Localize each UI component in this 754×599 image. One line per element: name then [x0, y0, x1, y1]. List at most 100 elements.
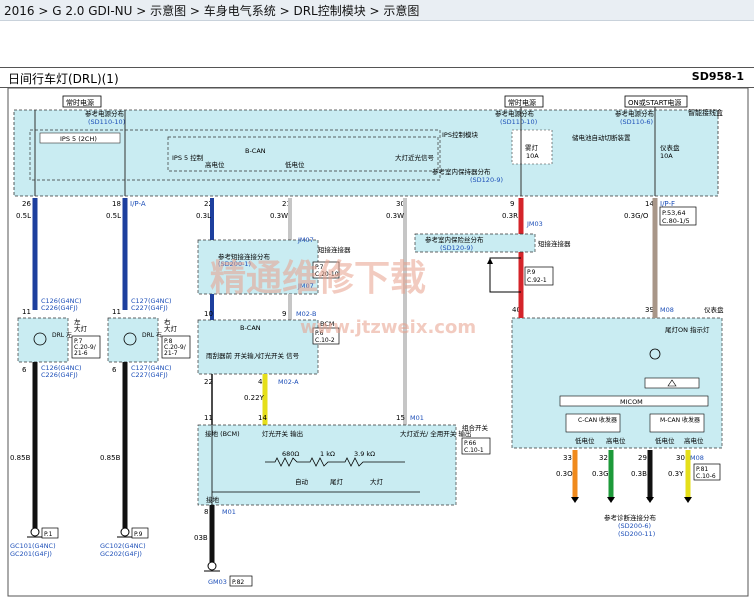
- svg-text:接地 (BCM): 接地 (BCM): [205, 429, 240, 438]
- svg-text:32: 32: [599, 454, 608, 462]
- svg-text:参考电源分布: 参考电源分布: [85, 109, 125, 118]
- svg-text:11: 11: [204, 414, 213, 422]
- svg-text:0.5L: 0.5L: [16, 212, 31, 220]
- smart-junction-box: [13, 109, 719, 197]
- svg-text:参考短接连接分布: 参考短接连接分布: [218, 252, 271, 261]
- svg-text:21: 21: [282, 200, 291, 208]
- svg-text:9: 9: [282, 310, 286, 318]
- svg-text:灯光开关 输出: 灯光开关 输出: [262, 429, 303, 438]
- ground-symbol-left: [27, 527, 43, 538]
- junction-box-name: 智能接线盒: [688, 108, 723, 117]
- svg-text:C.92-1: C.92-1: [527, 277, 547, 284]
- svg-text:0.3W: 0.3W: [386, 212, 404, 220]
- svg-text:IPS 5 (2CH): IPS 5 (2CH): [60, 135, 97, 143]
- svg-text:C.10-2: C.10-2: [315, 337, 335, 344]
- svg-text:GC102(G4NC): GC102(G4NC): [100, 542, 146, 550]
- svg-text:8: 8: [204, 508, 208, 516]
- svg-text:11: 11: [22, 308, 31, 316]
- power-label-right: ON或START电源: [628, 98, 681, 107]
- svg-text:P.66: P.66: [464, 440, 476, 447]
- breadcrumb-bar: 2016 > G 2.0 GDI-NU > 示意图 > 车身电气系统 > DRL…: [0, 0, 754, 21]
- svg-text:C-CAN 收发器: C-CAN 收发器: [578, 416, 617, 424]
- svg-text:P.53,64: P.53,64: [662, 209, 686, 217]
- svg-text:低电位: 低电位: [285, 160, 305, 169]
- svg-text:雨刮器前 开关输入: 雨刮器前 开关输入: [206, 351, 261, 360]
- svg-text:低电位: 低电位: [655, 436, 675, 445]
- svg-text:I/P-A: I/P-A: [130, 200, 146, 208]
- svg-text:C.10-1: C.10-1: [464, 447, 484, 454]
- svg-text:参考室内保持器分布: 参考室内保持器分布: [432, 167, 491, 176]
- svg-text:仪表盘: 仪表盘: [704, 305, 724, 314]
- svg-text:M01: M01: [222, 508, 236, 516]
- svg-text:680Ω: 680Ω: [282, 450, 299, 458]
- svg-text:0.85B: 0.85B: [10, 454, 31, 462]
- svg-text:短接连接器: 短接连接器: [318, 245, 351, 254]
- svg-text:大灯: 大灯: [74, 324, 88, 333]
- svg-text:10A: 10A: [526, 152, 539, 160]
- bcm-box: [197, 319, 319, 375]
- svg-text:灯光开关 信号: 灯光开关 信号: [258, 351, 300, 360]
- svg-text:6: 6: [22, 366, 27, 374]
- breadcrumb[interactable]: 2016 > G 2.0 GDI-NU > 示意图 > 车身电气系统 > DRL…: [4, 4, 420, 18]
- svg-text:(SD200-6): (SD200-6): [618, 522, 651, 530]
- svg-text:储电池自动切断装置: 储电池自动切断装置: [572, 133, 631, 142]
- svg-text:4: 4: [258, 378, 263, 386]
- diagram-frame: [7, 87, 749, 597]
- svg-text:M02-A: M02-A: [278, 378, 299, 386]
- svg-text:(SD200-1): (SD200-1): [218, 260, 251, 268]
- svg-text:I/P-F: I/P-F: [660, 200, 675, 208]
- svg-text:(SD110-10): (SD110-10): [88, 118, 125, 126]
- svg-text:GC202(G4FJ): GC202(G4FJ): [100, 550, 142, 558]
- svg-text:6: 6: [112, 366, 117, 374]
- svg-text:参考电源分布: 参考电源分布: [495, 109, 535, 118]
- ground-symbol-switch: [204, 561, 220, 572]
- svg-text:大灯: 大灯: [164, 324, 178, 333]
- svg-text:M08: M08: [660, 306, 674, 314]
- svg-text:仪表盘: 仪表盘: [660, 143, 680, 152]
- svg-text:21-6: 21-6: [74, 350, 88, 357]
- svg-text:JM03: JM03: [526, 220, 543, 228]
- svg-text:P.7: P.7: [315, 264, 324, 271]
- svg-text:10A: 10A: [660, 152, 673, 160]
- svg-text:0.3Y: 0.3Y: [668, 470, 684, 478]
- svg-text:21-7: 21-7: [164, 350, 178, 357]
- svg-text:03B: 03B: [194, 534, 208, 542]
- ground-symbol-right: [117, 527, 133, 538]
- svg-text:P.1: P.1: [44, 531, 53, 538]
- svg-text:C226(G4FJ): C226(G4FJ): [41, 304, 78, 312]
- svg-text:C227(G4FJ): C227(G4FJ): [131, 304, 168, 312]
- svg-text:14: 14: [645, 200, 654, 208]
- svg-text:1 kΩ: 1 kΩ: [320, 450, 335, 458]
- svg-text:P.7: P.7: [74, 338, 83, 345]
- svg-text:29: 29: [638, 454, 647, 462]
- svg-text:22: 22: [204, 378, 213, 386]
- svg-text:3.9 kΩ: 3.9 kΩ: [354, 450, 375, 458]
- svg-text:短接连接器: 短接连接器: [538, 239, 571, 248]
- svg-text:0.3B: 0.3B: [631, 470, 647, 478]
- svg-text:雾灯: 雾灯: [525, 143, 539, 152]
- svg-text:0.3W: 0.3W: [270, 212, 288, 220]
- svg-text:M02-B: M02-B: [296, 310, 316, 318]
- svg-text:C.80-1/5: C.80-1/5: [662, 217, 690, 225]
- svg-text:JM07: JM07: [297, 236, 314, 244]
- svg-text:0.3R: 0.3R: [502, 212, 518, 220]
- power-label-left: 常时电源: [66, 98, 94, 107]
- svg-text:9: 9: [510, 200, 514, 208]
- svg-text:15: 15: [396, 414, 405, 422]
- svg-text:M-CAN 收发器: M-CAN 收发器: [660, 416, 700, 424]
- svg-text:MICOM: MICOM: [620, 398, 643, 406]
- svg-text:C227(G4FJ): C227(G4FJ): [131, 371, 168, 379]
- svg-text:左: 左: [74, 317, 81, 326]
- svg-text:14: 14: [258, 414, 267, 422]
- svg-text:10: 10: [204, 310, 213, 318]
- svg-text:高电位: 高电位: [606, 436, 626, 445]
- svg-text:M01: M01: [410, 414, 424, 422]
- svg-text:0.3G/O: 0.3G/O: [624, 212, 649, 220]
- svg-text:33: 33: [563, 454, 572, 462]
- svg-text:P.8: P.8: [164, 338, 173, 345]
- svg-text:0.22Y: 0.22Y: [244, 394, 265, 402]
- svg-text:IPS控制模块: IPS控制模块: [442, 130, 478, 139]
- svg-text:大灯近光/ 全用开关 输出: 大灯近光/ 全用开关 输出: [400, 429, 471, 438]
- svg-text:低电位: 低电位: [575, 436, 595, 445]
